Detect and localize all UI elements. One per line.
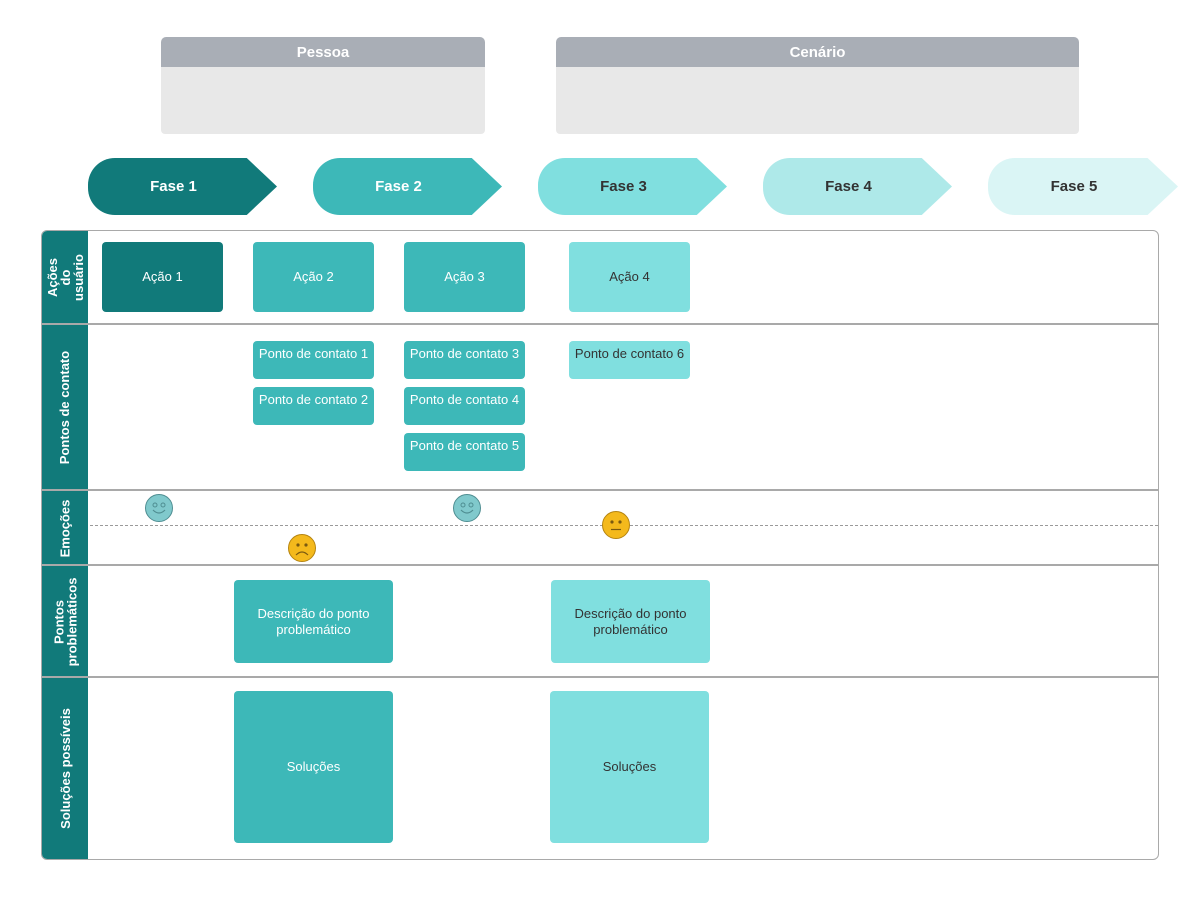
phase-4-label: Fase 4 <box>825 178 872 195</box>
swimlane-frame <box>41 230 1159 860</box>
pessoa-header: Pessoa <box>161 37 485 67</box>
touchpoint-card[interactable]: Ponto de contato 6 <box>569 341 690 379</box>
pain-point-card[interactable]: Descrição do ponto problemático <box>234 580 393 663</box>
lane-label-acoes: Ações do usuário <box>44 254 86 301</box>
lane-divider <box>42 489 1158 491</box>
phase-2-label: Fase 2 <box>375 178 422 195</box>
phase-1-label: Fase 1 <box>150 178 197 195</box>
touchpoint-card[interactable]: Ponto de contato 5 <box>404 433 525 471</box>
touchpoint-label: Ponto de contato 2 <box>258 392 369 407</box>
solution-card[interactable]: Soluções <box>550 691 709 843</box>
pain-point-label: Descrição do ponto problemático <box>257 605 370 637</box>
solution-label: Soluções <box>286 759 341 774</box>
lane-label-solucoes: Soluções possíveis <box>57 708 73 829</box>
happy-face-icon[interactable] <box>144 493 174 523</box>
cenario-header: Cenário <box>556 37 1079 67</box>
touchpoint-label: Ponto de contato 3 <box>409 346 520 361</box>
lane-header-solucoes: Soluções possíveis <box>42 678 88 859</box>
touchpoint-card[interactable]: Ponto de contato 1 <box>253 341 374 379</box>
action-card[interactable]: Ação 1 <box>102 242 223 312</box>
pain-point-card[interactable]: Descrição do ponto problemático <box>551 580 710 663</box>
touchpoint-card[interactable]: Ponto de contato 2 <box>253 387 374 425</box>
lane-label-pontos-problematicos: Pontos problemáticos <box>51 577 80 666</box>
pessoa-body[interactable] <box>161 67 485 134</box>
touchpoint-card[interactable]: Ponto de contato 3 <box>404 341 525 379</box>
touchpoint-label: Ponto de contato 4 <box>409 392 520 407</box>
action-label: Ação 4 <box>609 269 650 284</box>
lane-header-emocoes: Emoções <box>42 491 88 565</box>
pain-point-label: Descrição do ponto problemático <box>574 605 687 637</box>
lane-divider <box>42 564 1158 566</box>
phase-1: Fase 1 <box>88 158 277 215</box>
action-label: Ação 2 <box>293 269 334 284</box>
action-label: Ação 3 <box>444 269 485 284</box>
phase-3: Fase 3 <box>538 158 727 215</box>
lane-label-pontos-contato: Pontos de contato <box>57 350 73 465</box>
sad-face-icon[interactable] <box>287 533 317 563</box>
action-card[interactable]: Ação 2 <box>253 242 374 312</box>
touchpoint-label: Ponto de contato 6 <box>574 346 685 361</box>
lane-header-pontos-contato: Pontos de contato <box>42 325 88 490</box>
lane-divider <box>42 676 1158 678</box>
lane-header-acoes: Ações do usuário <box>42 231 88 324</box>
cenario-body[interactable] <box>556 67 1079 134</box>
phase-2: Fase 2 <box>313 158 502 215</box>
phase-5: Fase 5 <box>988 158 1178 215</box>
touchpoint-label: Ponto de contato 1 <box>258 346 369 361</box>
action-card[interactable]: Ação 3 <box>404 242 525 312</box>
lane-header-pontos-problematicos: Pontos problemáticos <box>42 566 88 677</box>
touchpoint-label: Ponto de contato 5 <box>409 438 520 453</box>
solution-label: Soluções <box>602 759 657 774</box>
action-card[interactable]: Ação 4 <box>569 242 690 312</box>
phase-5-label: Fase 5 <box>1050 178 1098 195</box>
lane-label-emocoes: Emoções <box>57 499 73 557</box>
solution-card[interactable]: Soluções <box>234 691 393 843</box>
lane-divider <box>42 323 1158 325</box>
phase-4: Fase 4 <box>763 158 952 215</box>
happy-face-icon[interactable] <box>452 493 482 523</box>
neutral-face-icon[interactable] <box>601 510 631 540</box>
action-label: Ação 1 <box>142 269 183 284</box>
phase-3-label: Fase 3 <box>600 178 647 195</box>
touchpoint-card[interactable]: Ponto de contato 4 <box>404 387 525 425</box>
